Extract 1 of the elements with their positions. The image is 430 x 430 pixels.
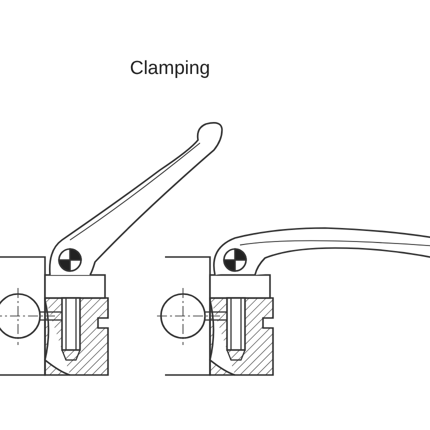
- diagram-title: Clamping: [128, 58, 212, 80]
